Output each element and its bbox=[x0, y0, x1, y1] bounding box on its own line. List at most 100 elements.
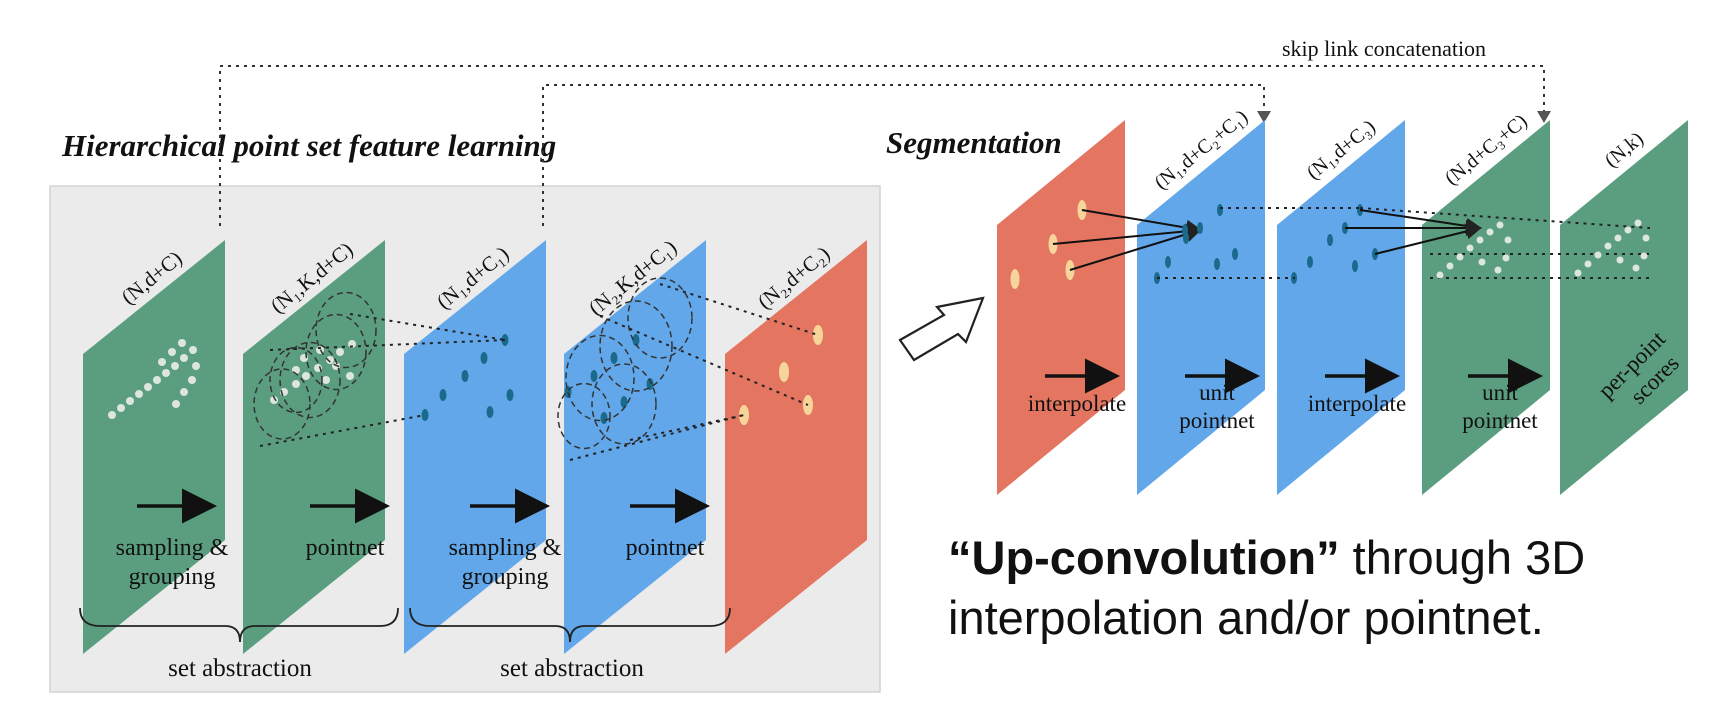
input-point bbox=[178, 339, 186, 347]
centroid-point bbox=[779, 362, 789, 382]
grouping-circle bbox=[627, 277, 693, 359]
feature-point bbox=[610, 352, 618, 364]
interp-source-point bbox=[1010, 269, 1020, 289]
feature-point bbox=[486, 406, 494, 418]
left-op-label: grouping bbox=[129, 564, 216, 590]
grouped-point bbox=[270, 396, 278, 404]
feature-point bbox=[590, 370, 598, 382]
feature-point bbox=[646, 378, 654, 390]
centroid-point bbox=[739, 405, 749, 425]
right-plane-1 bbox=[997, 120, 1125, 495]
grouping-circle bbox=[279, 341, 341, 419]
input-point bbox=[189, 346, 197, 354]
output-point bbox=[1496, 221, 1504, 229]
set-abstraction-braces bbox=[79, 607, 731, 643]
output-point bbox=[1456, 253, 1464, 261]
left-op-label: pointnet bbox=[626, 535, 705, 561]
feature-point bbox=[439, 389, 447, 401]
brace-2 bbox=[409, 607, 731, 643]
input-point bbox=[108, 411, 116, 419]
caption-bold: “Up-convolution” bbox=[948, 531, 1340, 584]
output-point bbox=[1502, 254, 1510, 262]
feature-point bbox=[421, 409, 429, 421]
left-plane-1 bbox=[83, 240, 225, 654]
left-op-label: grouping bbox=[462, 564, 549, 590]
feature-point bbox=[1182, 224, 1188, 236]
output-point bbox=[1494, 266, 1502, 274]
projection-line bbox=[349, 313, 506, 341]
input-point bbox=[180, 388, 188, 396]
feature-point bbox=[1307, 256, 1313, 268]
score-point bbox=[1614, 234, 1622, 242]
right-plane-5 bbox=[1560, 120, 1688, 495]
grouped-point bbox=[322, 376, 330, 384]
output-point bbox=[1446, 262, 1454, 270]
input-point bbox=[171, 362, 179, 370]
left-plane-5 bbox=[725, 240, 867, 654]
input-point bbox=[158, 358, 166, 366]
grouping-circle bbox=[305, 313, 367, 391]
feature-point bbox=[461, 370, 469, 382]
input-point bbox=[172, 400, 180, 408]
caption: “Up-convolution” through 3D interpolatio… bbox=[948, 528, 1688, 648]
right-op-label: unit bbox=[1482, 380, 1518, 405]
output-point bbox=[1436, 271, 1444, 279]
left-plane-4 bbox=[564, 240, 706, 654]
score-point bbox=[1640, 252, 1648, 260]
score-point bbox=[1632, 264, 1640, 272]
feature-point bbox=[480, 352, 488, 364]
skip-dotted-line bbox=[1359, 207, 1651, 229]
decoder-planes: (N₁,d+C₂+C₁)(N₁,d+C₃)(N,d+C₃+C)(N,k) bbox=[997, 106, 1688, 495]
skip-link-connectors bbox=[219, 65, 1545, 226]
grouped-point bbox=[292, 380, 300, 388]
grouping-circle bbox=[269, 346, 323, 414]
projection-line bbox=[569, 414, 745, 461]
right-title: Segmentation bbox=[886, 125, 1062, 160]
feature-point bbox=[506, 389, 514, 401]
left-op-label: sampling & bbox=[116, 535, 229, 561]
feature-point bbox=[1217, 204, 1223, 216]
caption-rest: through 3D bbox=[1339, 531, 1586, 584]
left-op-label: sampling & bbox=[449, 535, 562, 561]
score-point bbox=[1594, 251, 1602, 259]
interp-link bbox=[1052, 223, 1202, 245]
feature-point bbox=[1214, 258, 1220, 270]
right-op-label: pointnet bbox=[1179, 408, 1255, 433]
group-label-1: set abstraction bbox=[168, 655, 312, 682]
score-point bbox=[1634, 219, 1642, 227]
skip-link-label: skip link concatenation bbox=[1282, 36, 1486, 61]
input-point bbox=[117, 404, 125, 412]
interp-link bbox=[1081, 209, 1202, 236]
feature-point bbox=[600, 412, 608, 424]
feature-point bbox=[632, 334, 640, 346]
grouped-point bbox=[336, 348, 344, 356]
input-point bbox=[126, 397, 134, 405]
feature-point bbox=[620, 396, 628, 408]
skip-link-outer bbox=[219, 65, 1545, 226]
grouping-circle bbox=[565, 334, 635, 422]
input-point bbox=[135, 390, 143, 398]
interp-link bbox=[1359, 209, 1482, 234]
caption-line2: interpolation and/or pointnet. bbox=[948, 591, 1544, 644]
feature-point bbox=[1327, 234, 1333, 246]
grouping-circle bbox=[253, 368, 311, 440]
grouped-point bbox=[346, 372, 354, 380]
grouping-circle bbox=[315, 291, 377, 369]
right-plane-4 bbox=[1422, 120, 1550, 495]
input-point bbox=[162, 369, 170, 377]
grouped-point bbox=[302, 372, 310, 380]
output-point bbox=[1504, 236, 1512, 244]
score-point bbox=[1574, 269, 1582, 277]
brace-1 bbox=[79, 607, 399, 643]
input-point bbox=[180, 354, 188, 362]
right-plane-2 bbox=[1137, 120, 1265, 495]
projection-line bbox=[659, 283, 819, 336]
skip-link-outer-arrowhead bbox=[1537, 111, 1551, 123]
right-op-label: interpolate bbox=[1028, 391, 1126, 416]
centroid-point bbox=[813, 325, 823, 345]
score-point bbox=[1604, 242, 1612, 250]
right-op-label: unit bbox=[1199, 380, 1235, 405]
output-point bbox=[1486, 228, 1494, 236]
